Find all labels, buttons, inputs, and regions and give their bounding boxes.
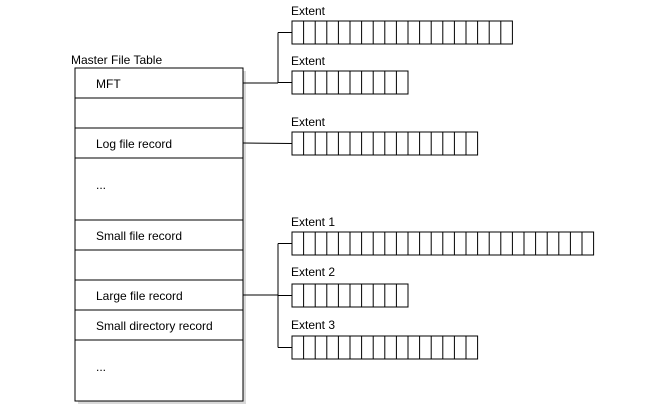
extent-group: Extent <box>291 4 513 45</box>
table-row-label: Log file record <box>96 137 172 151</box>
extent-group: Extent <box>291 54 409 95</box>
connector-lines <box>242 32 293 348</box>
extent-label: Extent <box>291 4 326 18</box>
master-file-table: MFT Log file record... Small file recordLa… <box>74 67 246 404</box>
extent-label: Extent <box>291 54 326 68</box>
table-row-label: MFT <box>96 77 121 91</box>
extent-group: Extent 2 <box>291 265 409 308</box>
extent-label: Extent 3 <box>291 318 335 332</box>
table-row <box>74 67 244 99</box>
table-row <box>74 97 244 129</box>
table-row-label: Large file record <box>96 289 183 303</box>
extent-group: Extent <box>291 115 479 156</box>
table-row-label: ... <box>96 360 106 374</box>
extent-bar <box>291 20 513 45</box>
extent-label: Extent 1 <box>291 215 335 229</box>
table-row-label: Small directory record <box>96 319 213 333</box>
table-row-label: ... <box>96 178 106 192</box>
table-row <box>74 127 244 159</box>
extent-label: Extent 2 <box>291 265 335 279</box>
table-row-label: Small file record <box>96 229 182 243</box>
extent-group: Extent 1 <box>291 215 595 256</box>
table-title: Master File Table <box>71 53 162 67</box>
extent-label: Extent <box>291 115 326 129</box>
table-row <box>74 157 244 221</box>
connector-line <box>242 142 293 144</box>
table-row <box>74 249 244 281</box>
extent-group: Extent 3 <box>291 318 479 360</box>
table-row <box>74 339 244 402</box>
